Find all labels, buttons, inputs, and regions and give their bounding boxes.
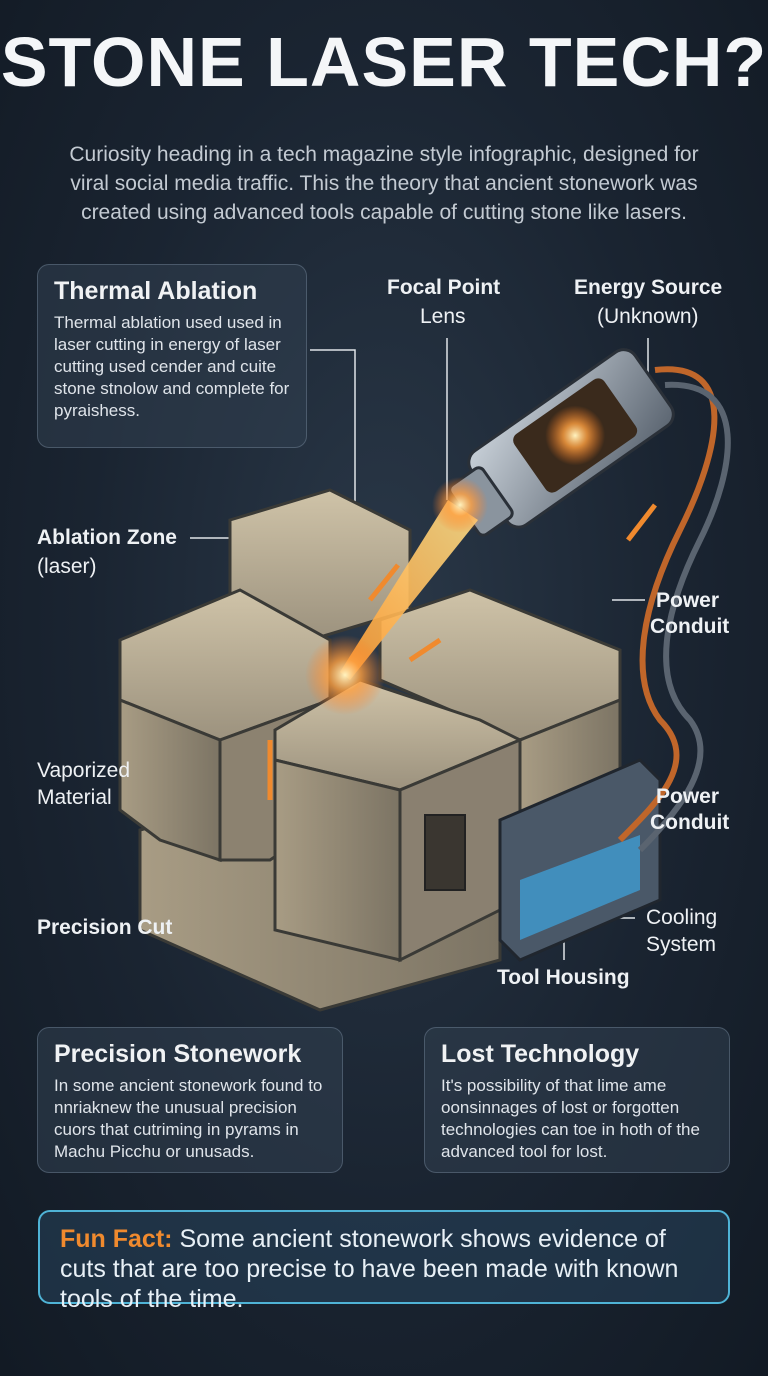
cooling-coolant-window [520,835,640,940]
label-material: Material [37,786,112,809]
label-focal-point: Focal Point [387,276,501,299]
label-energy-source: Energy Source [574,276,723,299]
fun-fact-text: Some ancient stonework shows evidence of… [60,1225,679,1313]
power-conduit-orange [617,366,718,843]
stone-notch [424,814,466,891]
label-energy-unknown: (Unknown) [597,305,699,328]
label-cooling-system: System [646,933,717,956]
label-vaporized: Vaporized [37,759,131,782]
ablation-glow [305,635,385,715]
left-stone-side [118,697,222,863]
label-power-conduit-1: Power [656,589,720,612]
motion-arrows [267,503,657,800]
page-title: STONE LASER TECH? [0,23,768,101]
laser-beam [340,500,478,680]
label-power-conduit-1b: Conduit [650,615,730,638]
label-power-conduit-2: Power [656,785,720,808]
card-body: It's possibility of that lime ame oonsin… [441,1076,700,1161]
card-precision-stonework: Precision Stonework In some ancient ston… [37,1027,343,1173]
label-power-conduit-2b: Conduit [650,811,730,834]
card-body: Thermal ablation used used in laser cutt… [54,313,290,420]
label-precision-cut: Precision Cut [37,916,173,939]
card-title: Precision Stonework [54,1040,302,1068]
lens-glow [432,477,488,533]
label-ablation-laser: (laser) [37,555,97,578]
card-title: Lost Technology [441,1040,640,1068]
card-body: In some ancient stonework found to nnria… [54,1076,323,1161]
fun-fact-box: Fun Fact: Some ancient stonework shows e… [38,1210,730,1313]
label-focal-lens: Lens [420,305,466,328]
label-cooling: Cooling [646,906,718,929]
card-lost-technology: Lost Technology It's possibility of that… [424,1027,730,1173]
subtitle: Curiosity heading in a tech magazine sty… [69,143,699,224]
card-thermal-ablation: Thermal Ablation Thermal ablation used u… [37,264,307,448]
card-title: Thermal Ablation [54,277,258,305]
fun-fact-label: Fun Fact: [60,1225,173,1253]
power-conduit-grey [637,381,731,853]
label-tool-housing: Tool Housing [497,966,630,989]
label-ablation-zone: Ablation Zone [37,526,177,549]
front-stone-side [273,758,402,962]
